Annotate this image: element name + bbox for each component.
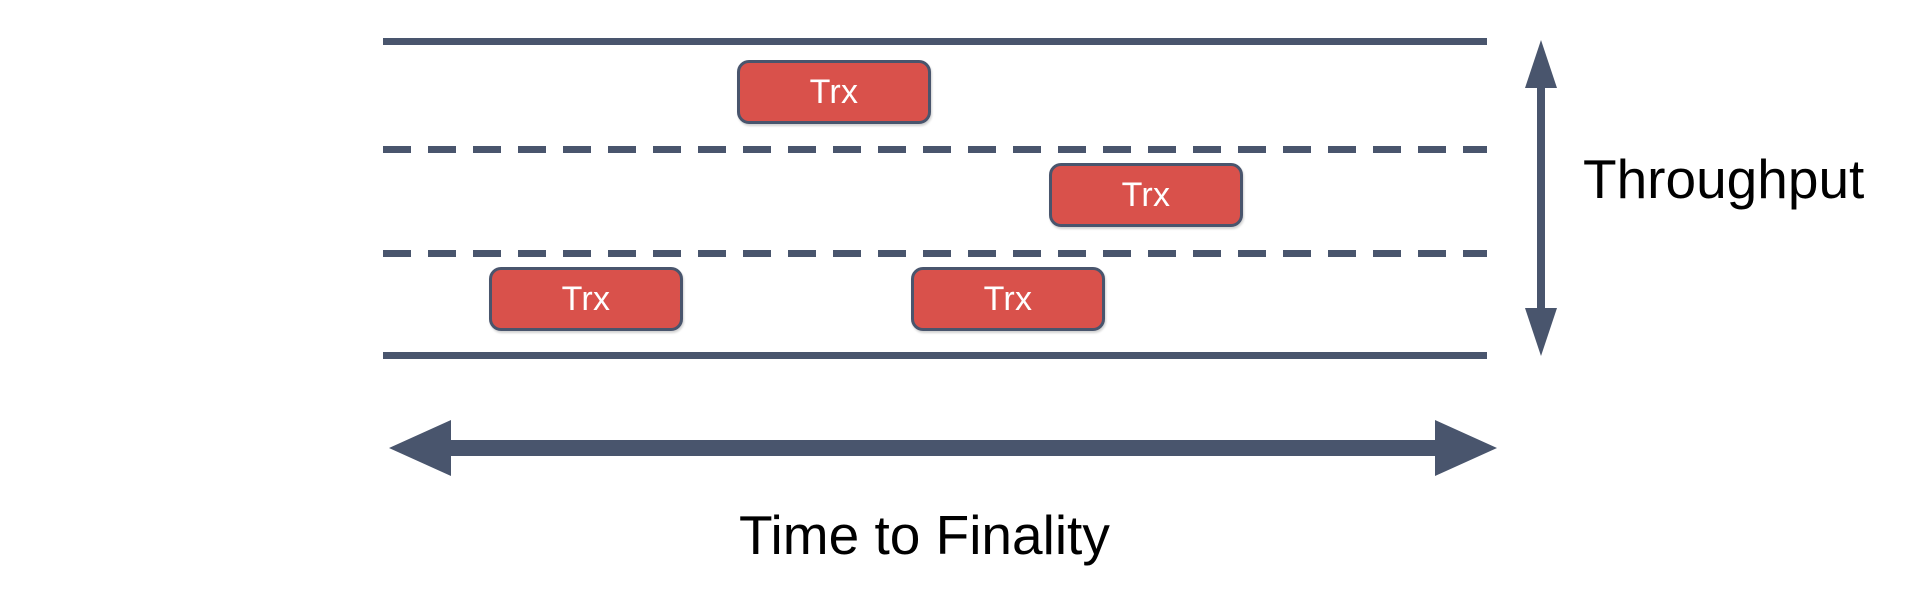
throughput-double-arrow-icon xyxy=(1523,40,1559,356)
transaction-block: Trx xyxy=(1049,163,1243,227)
throughput-axis-label: Throughput xyxy=(1583,148,1865,210)
transaction-block: Trx xyxy=(911,267,1105,331)
lane-divider-2 xyxy=(383,250,1487,257)
transaction-block: Trx xyxy=(489,267,683,331)
lane-divider-1 xyxy=(383,146,1487,153)
time-to-finality-double-arrow-icon xyxy=(389,415,1497,481)
lane-boundary-bottom xyxy=(383,352,1487,359)
transaction-block: Trx xyxy=(737,60,931,124)
time-to-finality-axis-label: Time to Finality xyxy=(739,504,1110,566)
lane-boundary-top xyxy=(383,38,1487,45)
